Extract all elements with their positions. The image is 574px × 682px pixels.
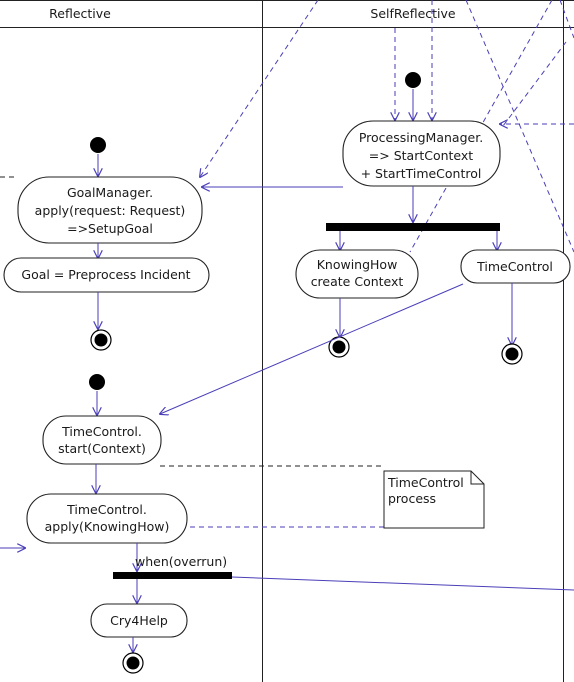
action-time-control-start[interactable] <box>42 415 162 465</box>
action-time-control-apply[interactable] <box>26 493 188 544</box>
time-control-label: TimeControl <box>476 259 553 274</box>
initial-node-selfreflective <box>405 72 421 88</box>
goal-manager-line2: apply(request: Request) <box>35 203 186 218</box>
knowing-how-line2: create Context <box>311 274 404 289</box>
preprocess-label: Goal = Preprocess Incident <box>21 267 190 282</box>
note-line2: process <box>388 491 436 506</box>
initial-node-time-control <box>89 374 105 390</box>
final-node-knowing-how <box>328 336 350 358</box>
processing-manager-line1: ProcessingManager. <box>359 130 483 145</box>
initial-node-goal <box>90 137 106 153</box>
note-line1: TimeControl <box>387 475 464 490</box>
fork-bar-reflective <box>113 572 232 579</box>
tc-start-line2: start(Context) <box>58 441 146 456</box>
note-time-control-process <box>383 470 485 529</box>
swimlane-selfreflective-header: SelfReflective <box>370 6 456 21</box>
action-cry4help[interactable] <box>90 603 188 638</box>
processing-manager-line3: + StartTimeControl <box>361 166 482 181</box>
processing-manager-line2: => StartContext <box>369 148 474 163</box>
action-time-control[interactable] <box>460 249 571 284</box>
action-knowing-how[interactable] <box>295 249 419 299</box>
goal-manager-line3: =>SetupGoal <box>67 221 153 236</box>
cry4help-label: Cry4Help <box>110 613 168 628</box>
action-goal-manager[interactable] <box>17 176 203 244</box>
swimlane-reflective-header: Reflective <box>49 6 111 21</box>
guard-when-overrun: when(overrun) <box>135 554 227 569</box>
action-preprocess-incident[interactable] <box>3 257 210 293</box>
tc-start-line1: TimeControl. <box>61 424 142 439</box>
goal-manager-line1: GoalManager. <box>67 185 153 200</box>
final-node-cry4help <box>122 652 144 674</box>
fork-bar-selfreflective <box>326 223 500 231</box>
action-processing-manager[interactable] <box>342 120 501 187</box>
knowing-how-line1: KnowingHow <box>317 257 398 272</box>
final-node-goal <box>90 329 112 351</box>
final-node-time-control <box>501 343 523 365</box>
tc-apply-line1: TimeControl. <box>66 502 147 517</box>
tc-apply-line2: apply(KnowingHow) <box>45 519 170 534</box>
